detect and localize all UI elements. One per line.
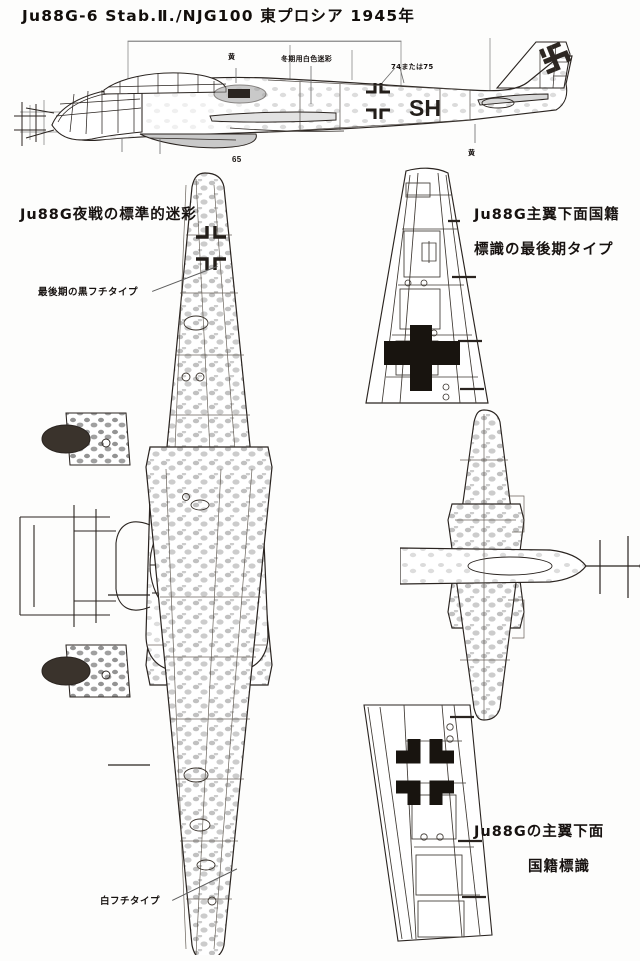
label-rlm-upper: 74または75 <box>391 63 434 71</box>
caption-white-edge-type: 白フチタイプ <box>100 896 161 907</box>
side-view-drawing: SH <box>14 38 573 154</box>
caption-standard-camo: Ju88G夜戦の標準的迷彩 <box>20 207 197 223</box>
solid-black-cross-marking <box>384 325 460 391</box>
leader-black-edge <box>152 265 218 292</box>
leader-white-edge <box>172 868 238 901</box>
caption-detail-upper-line1: Ju88G主翼下面国籍 <box>474 207 620 223</box>
label-rlm-lower: 65 <box>232 155 242 164</box>
caption-detail-lower-line2: 国籍標識 <box>528 859 590 875</box>
tail-swastika-marking <box>539 41 572 75</box>
label-winter-white-camo: 冬期用白色迷彩 <box>281 55 333 63</box>
page-title: Ju88G-6 Stab.Ⅱ./NJG100 東プロシア 1945年 <box>22 7 416 25</box>
corner-bracket-cross-marking <box>396 739 454 805</box>
plan-tail-group <box>400 409 640 721</box>
upper-wing-balkenkreuz <box>196 226 226 270</box>
caption-detail-upper-line2: 標識の最後期タイプ <box>474 242 614 258</box>
fuselage-balkenkreuz <box>366 83 390 119</box>
caption-black-edge-type: 最後期の黒フチタイプ <box>38 287 139 298</box>
caption-detail-lower-line1: Ju88Gの主翼下面 <box>474 824 605 840</box>
fuselage-code-text: SH <box>409 95 441 121</box>
label-yellow-spinner: 黄 <box>228 53 236 61</box>
label-yellow-under: 黄 <box>468 149 476 157</box>
